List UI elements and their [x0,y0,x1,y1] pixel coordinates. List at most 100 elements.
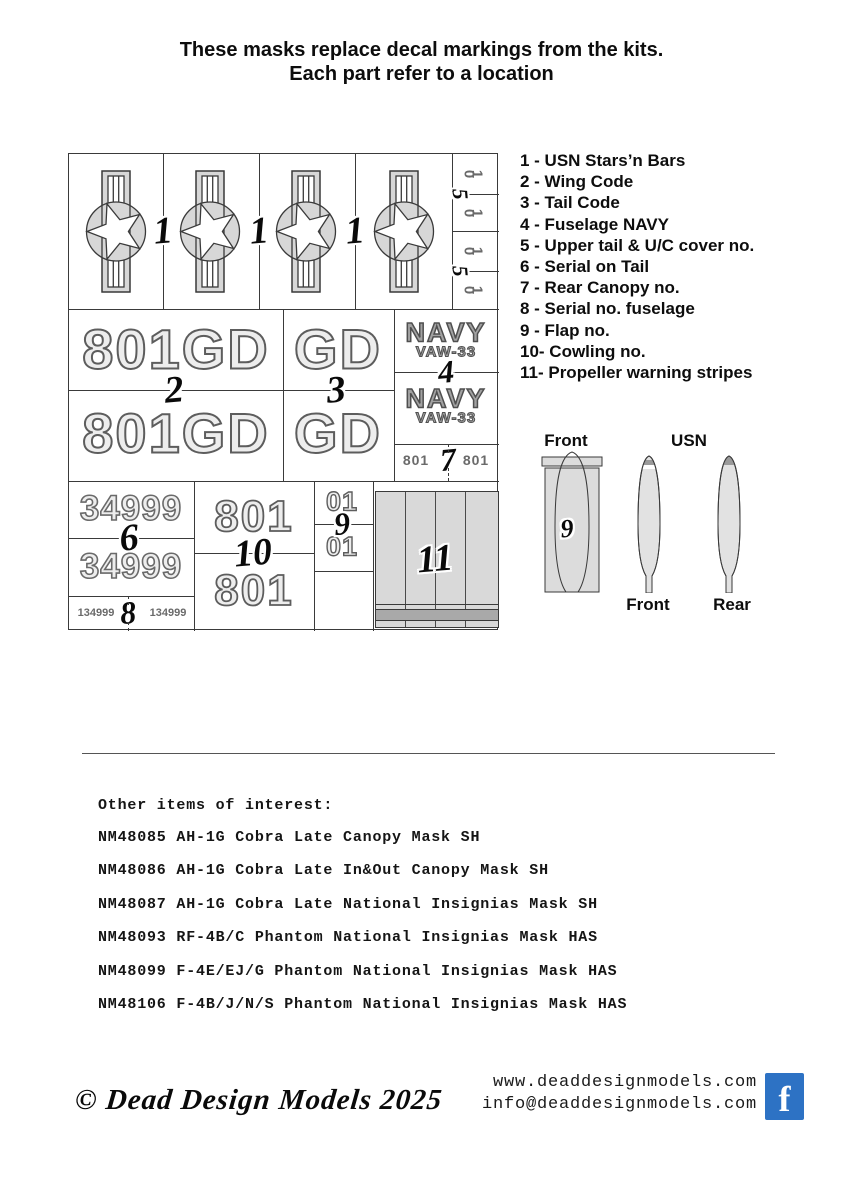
legend-item: 2 - Wing Code [520,172,634,192]
grid-line [69,481,499,482]
grid-line [373,481,374,631]
flap-part-number-9: 9 [559,513,575,544]
leader-dash [128,622,129,631]
dark-warning-stripe [376,609,498,621]
facebook-icon[interactable]: f [765,1073,804,1120]
part-number-5: 5 [447,187,474,201]
legend-item: 3 - Tail Code [520,193,620,213]
fuselage-navy-mask: NAVY [405,383,487,415]
blade-front-label: Front [626,595,670,614]
tail-code-mask: GD [293,401,382,466]
fuselage-serial-mask: 134999 [149,607,187,619]
cover-digit: 1 [468,246,486,256]
title-line-1: These masks replace decal markings from … [179,39,664,61]
grid-line [355,154,356,309]
flap-no-mask: 01 [325,486,359,517]
tail-serial-mask: 34999 [79,546,183,587]
part-number-2: 2 [162,368,186,412]
propeller-warning-stripes-mask [375,491,499,628]
grid-line [452,231,499,232]
grid-line [69,390,394,391]
grid-line [259,154,260,309]
grid-line [314,524,373,525]
other-item: NM48087 AH-1G Cobra Late National Insign… [98,896,598,913]
other-item: NM48106 F-4B/J/N/S Phantom National Insi… [98,996,628,1013]
parts-legend: 1 - USN Stars’n Bars 2 - Wing Code 3 - T… [520,150,754,383]
legend-item: 8 - Serial no. fuselage [520,299,695,319]
part-number-10: 10 [232,530,274,576]
rear-propeller-blade [717,455,741,593]
cover-digit: 1 [468,285,486,295]
grid-line [163,154,164,309]
part-number-1: 1 [151,209,175,253]
wing-code-mask: 801GD [81,317,270,382]
grid-line [314,571,373,572]
grid-line [452,271,499,272]
grid-line [394,372,499,373]
legend-item: 11- Propeller warning stripes [520,363,753,383]
usn-label: USN [671,431,707,450]
part-number-4: 4 [436,352,456,391]
flap-mask-diagram [541,451,603,593]
legend-item: 4 - Fuselage NAVY [520,214,669,234]
grid-line [452,194,499,195]
part-number-6: 6 [117,516,141,560]
cowling-no-mask: 801 [213,491,294,542]
legend-item: 1 - USN Stars’n Bars [520,151,686,170]
legend-item: 6 - Serial on Tail [520,257,650,277]
section-divider [82,753,775,754]
other-item: NM48099 F-4E/EJ/G Phantom National Insig… [98,963,618,980]
grid-line [314,481,315,631]
rear-canopy-no-mask: 801 [462,452,490,468]
flap-front-label: Front [544,431,588,450]
other-item: NM48086 AH-1G Cobra Late In&Out Canopy M… [98,862,549,879]
stripe-line [376,604,498,605]
leader-dash [128,596,129,605]
grid-line [69,538,194,539]
email-link[interactable]: info@deaddesignmodels.com [481,1095,757,1114]
wing-code-mask: 801GD [81,401,270,466]
website-link[interactable]: www.deaddesignmodels.com [492,1073,757,1092]
part-number-3: 3 [324,368,348,412]
rear-canopy-no-mask: 801 [402,452,430,468]
part-number-1: 1 [247,209,271,253]
leader-dash [448,444,449,453]
other-item: NM48085 AH-1G Cobra Late Canopy Mask SH [98,829,481,846]
other-item: NM48093 RF-4B/C Phantom National Insigni… [98,929,598,946]
grid-line [69,309,499,310]
cover-digit: 1 [468,208,486,218]
leader-dash [448,468,449,481]
fuselage-serial-mask: 134999 [77,607,115,619]
fuselage-navy-mask: NAVY [405,317,487,349]
legend-item: 7 - Rear Canopy no. [520,278,680,298]
tail-serial-mask: 34999 [79,488,183,529]
usn-insignia-mask [179,170,241,293]
fuselage-navy-squadron-mask: VAW-33 [415,343,477,361]
grid-line [69,596,194,597]
part-number-1: 1 [343,209,367,253]
front-propeller-blade [637,455,661,593]
legend-item: 10- Cowling no. [520,341,646,361]
stripe-divider [405,492,406,627]
cowling-no-mask: 801 [213,565,294,616]
grid-line [283,309,284,481]
usn-insignia-mask [275,170,337,293]
flap-no-mask: 01 [325,531,359,562]
fuselage-navy-squadron-mask: VAW-33 [415,409,477,427]
stripe-divider [435,492,436,627]
mask-sheet-diagram: 801GD 801GD GD GD NAVY VAW-33 NAVY VAW-3… [68,153,499,631]
other-items-heading: Other items of interest: [98,797,334,814]
copyright: © Dead Design Models 2025 [73,1084,444,1116]
part-number-9: 9 [332,504,352,543]
tail-code-mask: GD [293,317,382,382]
grid-line [394,309,395,481]
contact-block: www.deaddesignmodels.com info@deaddesign… [482,1072,757,1116]
usn-insignia-mask [373,170,435,293]
legend-item: 9 - Flap no. [520,320,610,340]
usn-insignia-mask [85,170,147,293]
cover-no-mask: 01 [460,243,485,260]
part-number-5: 5 [447,264,474,278]
stripe-divider [465,492,466,627]
cover-no-mask: 01 [460,166,485,183]
